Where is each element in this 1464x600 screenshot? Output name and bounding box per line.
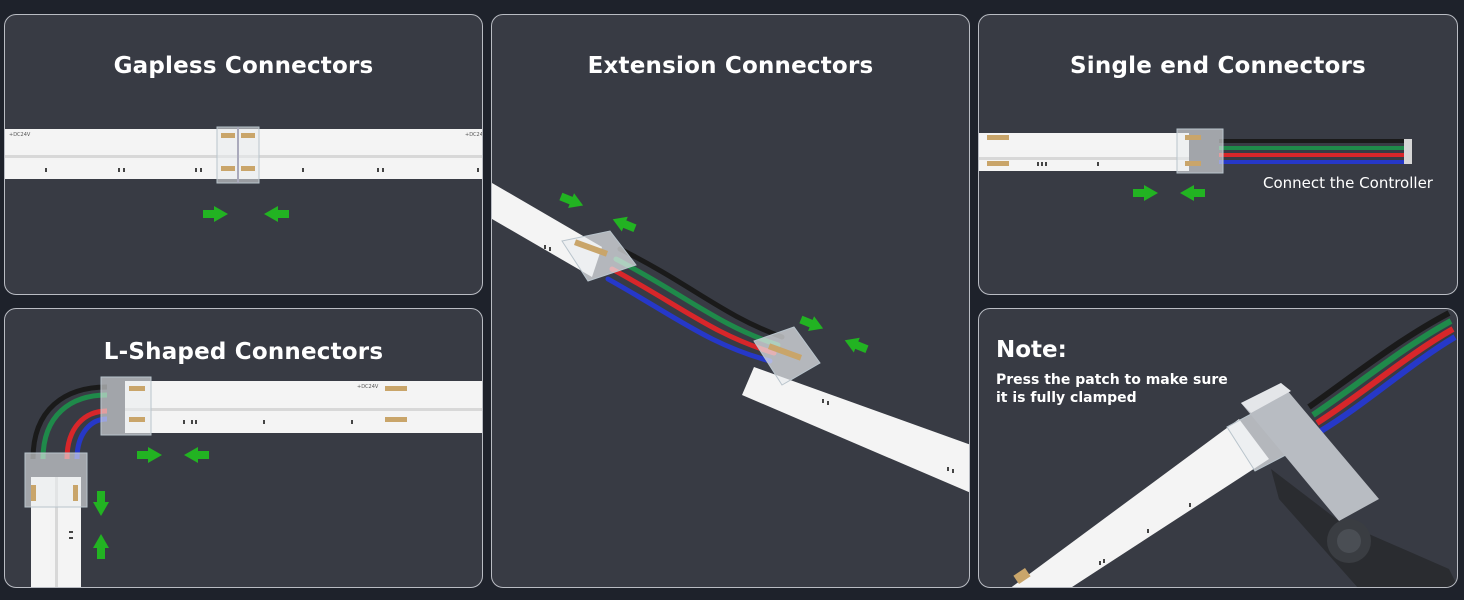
arrow-right-icon xyxy=(1133,185,1158,201)
extension-illustration xyxy=(492,183,969,493)
arrow-up-icon xyxy=(93,534,109,559)
led-strip xyxy=(742,367,969,493)
led-strip xyxy=(979,133,1189,171)
arrow-right-icon xyxy=(799,315,824,332)
extension-connector-left xyxy=(561,230,637,282)
panel-title: Extension Connectors xyxy=(587,53,874,79)
arrow-left-icon xyxy=(1180,185,1205,201)
panel-single-end: Single end Connectors Connect the Contro… xyxy=(978,14,1458,295)
arrow-left-icon xyxy=(612,216,637,232)
panel-title: Single end Connectors xyxy=(1070,53,1366,79)
arrow-left-icon xyxy=(264,206,289,222)
note-illustration xyxy=(1011,310,1457,587)
led-strip xyxy=(125,381,482,433)
panel-note: Note: Press the patch to make sure it is… xyxy=(978,308,1458,588)
l-shaped-illustration: +DC24V xyxy=(24,376,482,587)
panel-l-shaped: L-Shaped Connectors +DC24V xyxy=(4,308,483,588)
panel-extension: Extension Connectors xyxy=(491,14,970,588)
gapless-illustration: +DC24V +DC24V xyxy=(5,126,483,222)
svg-text:+DC24V: +DC24V xyxy=(465,132,483,138)
extension-connector-right xyxy=(753,326,821,386)
arrow-left-icon xyxy=(184,447,209,463)
note-line-1: Press the patch to make sure xyxy=(996,372,1228,388)
note-line-2: it is fully clamped xyxy=(996,390,1137,406)
panel-gapless: Gapless Connectors +DC24V +DC24V xyxy=(4,14,483,295)
panel-title: Gapless Connectors xyxy=(113,53,374,79)
arrow-left-icon xyxy=(844,337,869,353)
led-strip xyxy=(1011,419,1269,587)
svg-text:+DC24V: +DC24V xyxy=(357,384,379,390)
single-end-illustration xyxy=(979,128,1412,201)
arrow-right-icon xyxy=(203,206,228,222)
arrow-right-icon xyxy=(559,192,584,209)
gapless-connector xyxy=(216,126,260,184)
note-heading: Note: xyxy=(996,337,1067,363)
arrow-right-icon xyxy=(137,447,162,463)
controller-caption: Connect the Controller xyxy=(1263,174,1433,192)
arrow-down-icon xyxy=(93,491,109,516)
l-connector-bottom xyxy=(24,452,88,508)
l-connector-top xyxy=(100,376,152,436)
clamp-tool xyxy=(1241,383,1457,587)
panel-title: L-Shaped Connectors xyxy=(103,339,384,365)
single-end-connector xyxy=(1176,128,1224,174)
strip-label: +DC24V xyxy=(9,132,31,138)
